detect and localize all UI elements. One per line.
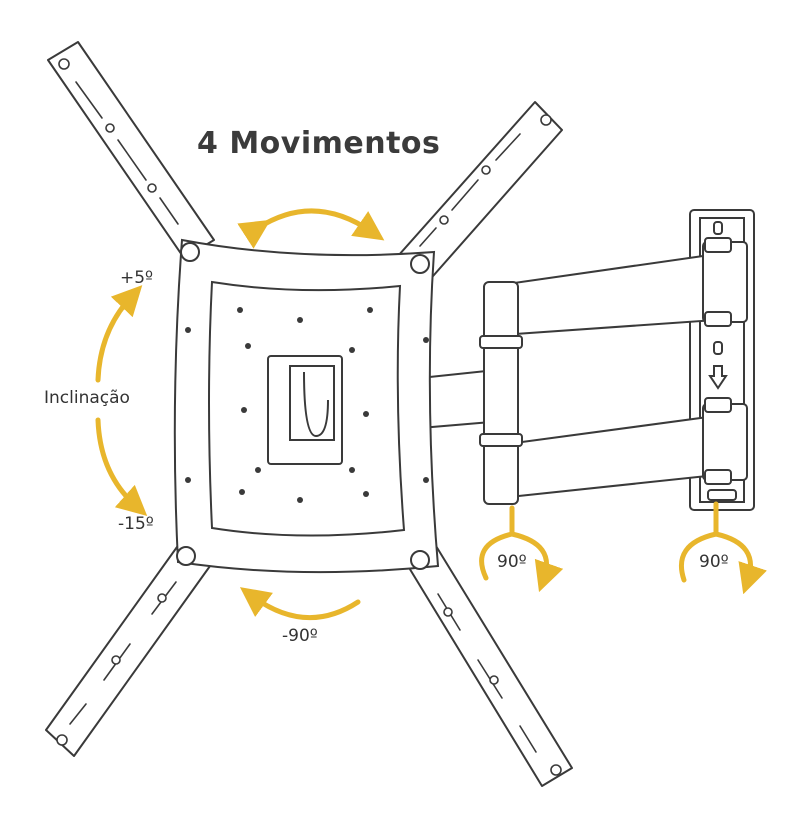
pivot-column <box>479 281 523 505</box>
vesa-plate <box>173 238 440 574</box>
vesa-holes <box>185 307 429 503</box>
wall-swivel-label: 90º <box>699 552 729 572</box>
tilt-down-label: -15º <box>118 514 154 534</box>
bracket-legs <box>45 41 573 787</box>
tilt-up-arrow <box>95 285 143 383</box>
arm-swivel-label: 90º <box>497 552 527 572</box>
movement-arrows <box>95 208 751 620</box>
lower-arm <box>499 397 748 500</box>
up-arrow-icon <box>708 365 728 390</box>
bracket-holes <box>56 58 562 776</box>
arm-swivel-arrow <box>479 505 547 578</box>
rotation-arrow <box>239 587 361 620</box>
rotation-label: -90º <box>282 626 318 646</box>
upper-arm <box>499 237 748 337</box>
page-title: 4 Movimentos <box>197 126 441 161</box>
tilt-down-arrow <box>95 417 148 516</box>
wall-swivel-arrow <box>678 501 750 580</box>
swivel-top-arrow <box>237 208 385 249</box>
tilt-up-label: +5º <box>120 268 154 288</box>
tilt-label: Inclinação <box>44 388 130 408</box>
